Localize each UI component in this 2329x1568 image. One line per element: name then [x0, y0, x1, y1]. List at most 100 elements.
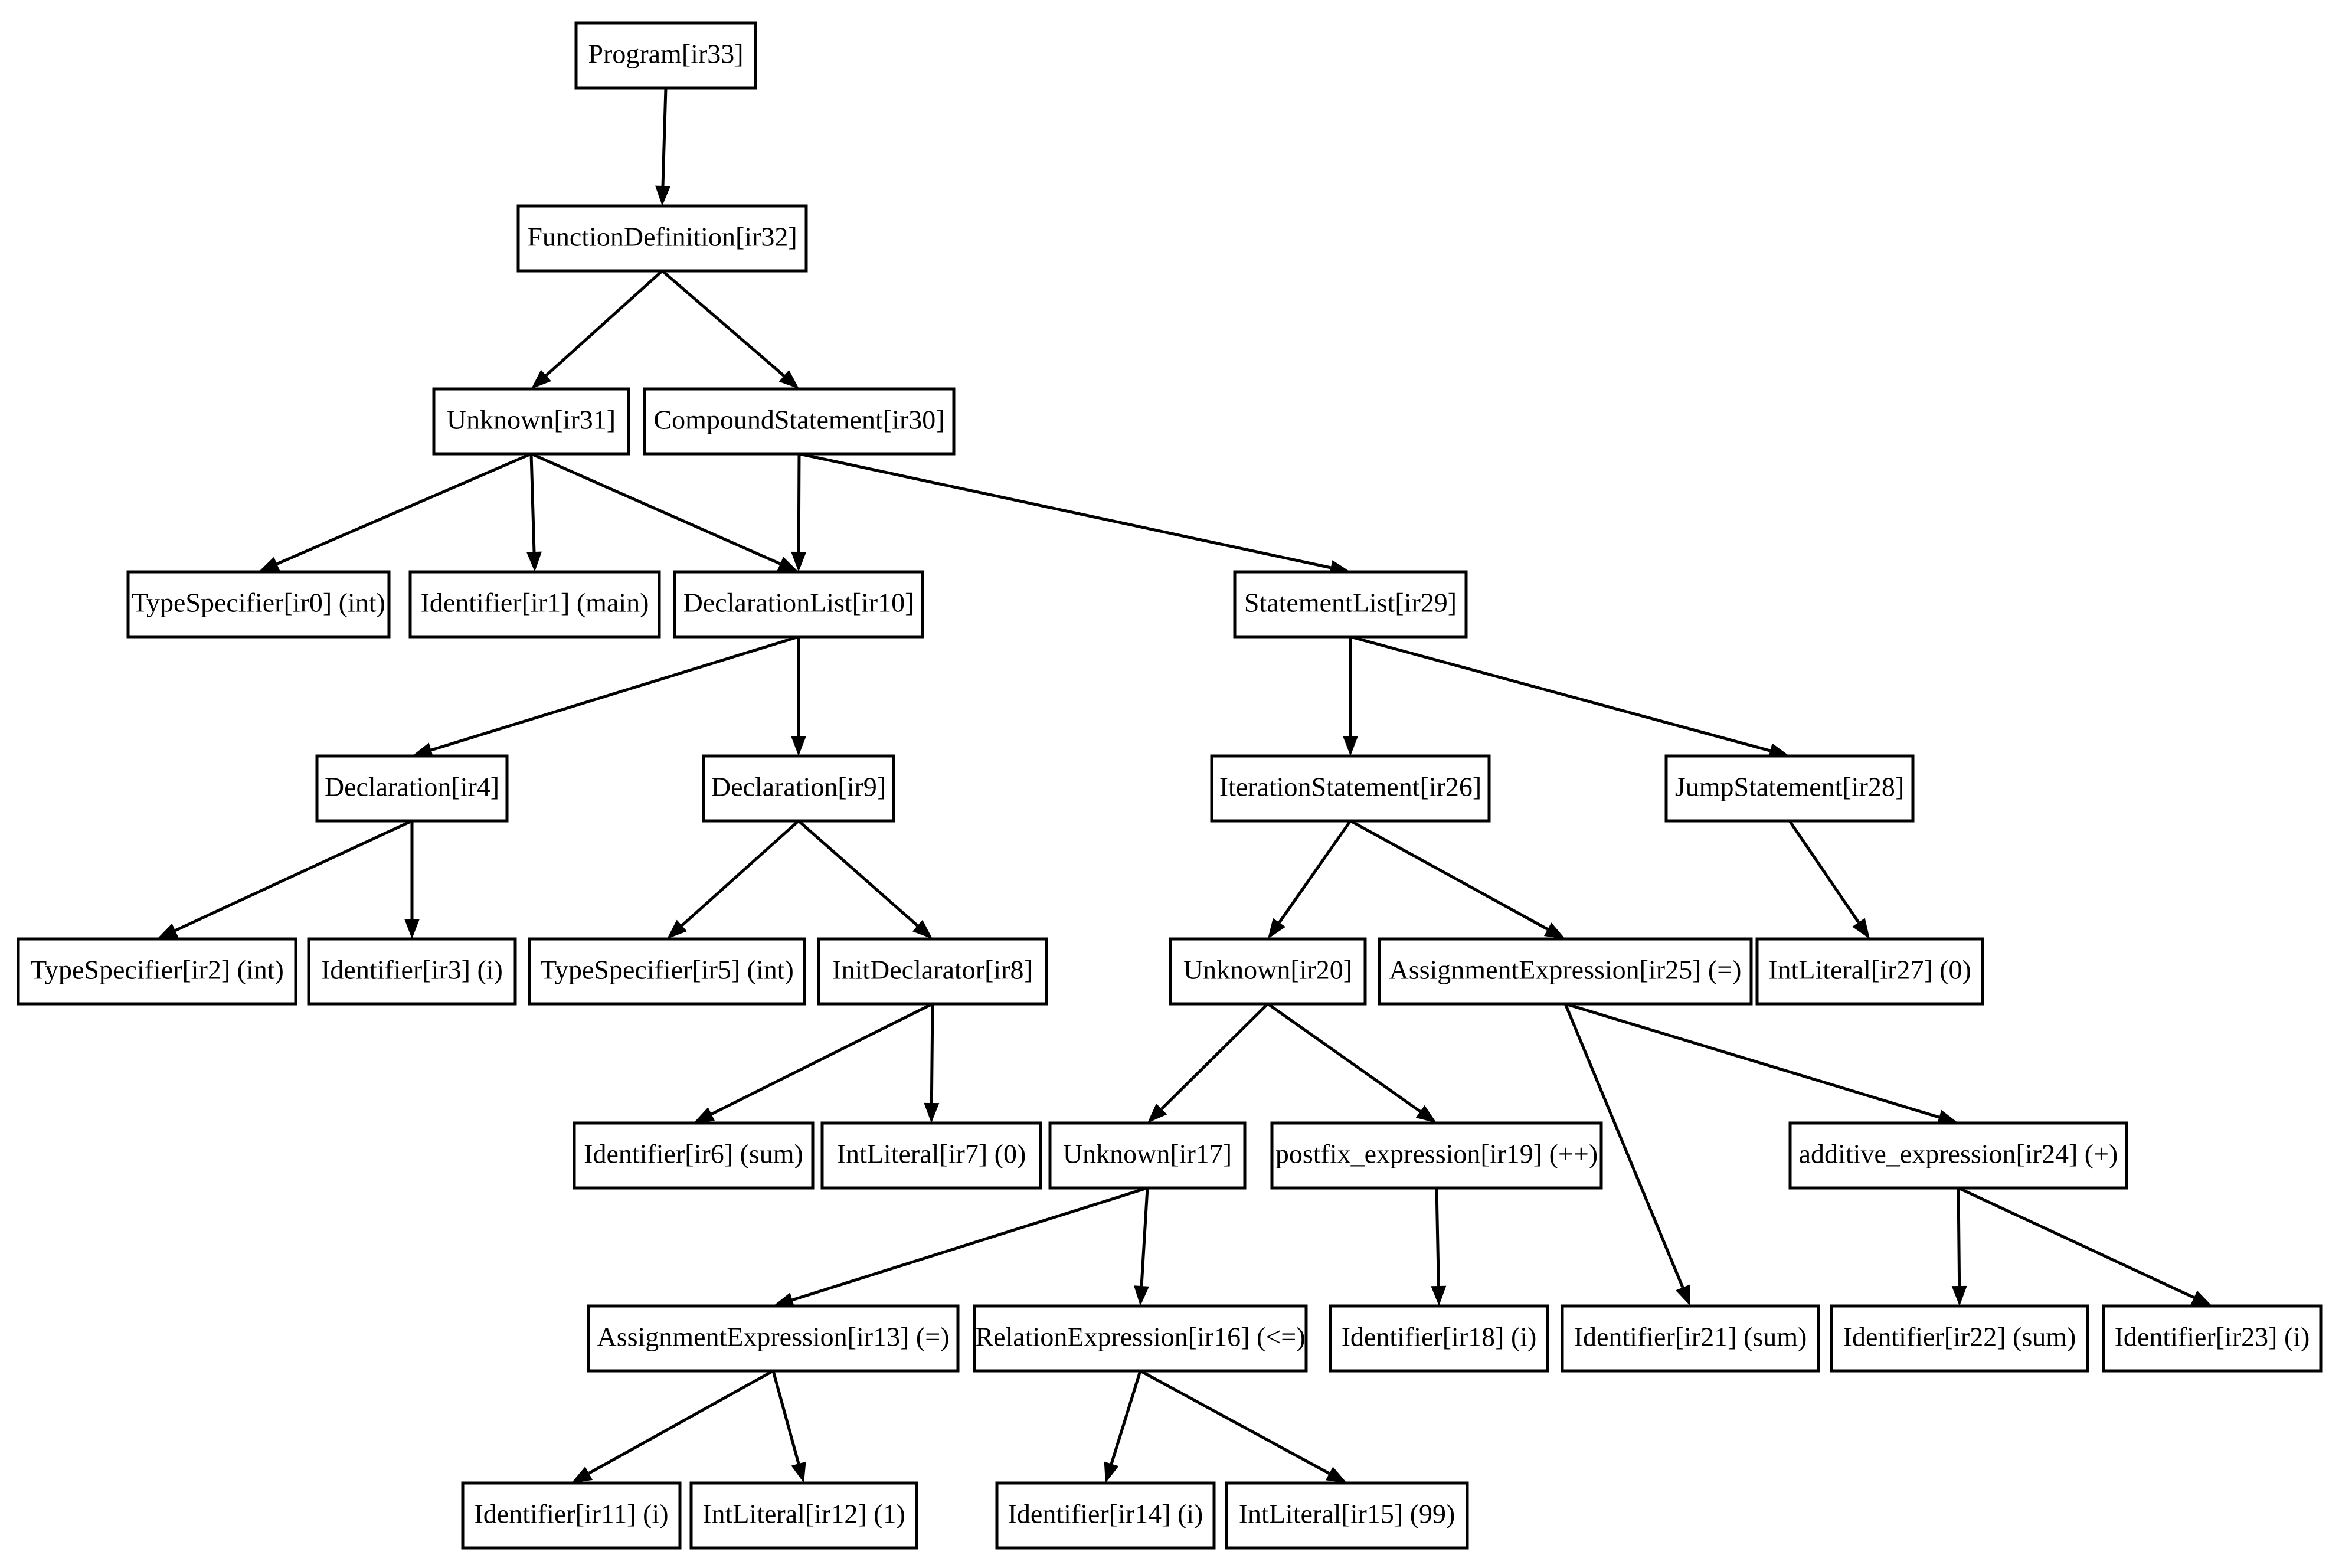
ast-node-ir14[interactable]: Identifier[ir14] (i): [995, 1481, 1216, 1550]
node-box-ir17: [1048, 1121, 1247, 1190]
ast-node-ir9[interactable]: Declaration[ir9]: [702, 754, 895, 823]
edge-ir25-to-ir21: [1563, 1003, 1684, 1288]
node-box-ir27: [1755, 937, 1984, 1006]
arrowhead-ir9-to-ir5: [667, 919, 687, 939]
arrowhead-ir24-to-ir23: [2190, 1290, 2212, 1306]
node-label-ir15: IntLiteral[ir15] (99): [1239, 1499, 1455, 1529]
node-label-ir18: Identifier[ir18] (i): [1342, 1322, 1537, 1352]
edge-ir19-to-ir18: [1435, 1187, 1440, 1287]
node-box-ir23: [2102, 1304, 2323, 1373]
ast-node-ir5[interactable]: TypeSpecifier[ir5] (int): [528, 937, 806, 1006]
ast-node-ir13[interactable]: AssignmentExpression[ir13] (=): [587, 1304, 960, 1373]
edge-layer: [157, 87, 2212, 1483]
edge-ir13-to-ir12: [771, 1370, 800, 1464]
ast-node-ir27[interactable]: IntLiteral[ir27] (0): [1755, 937, 1984, 1006]
node-box-ir26: [1210, 754, 1491, 823]
edge-ir32-to-ir30: [661, 270, 785, 377]
edge-ir29-to-ir28: [1350, 635, 1771, 752]
ast-node-ir6[interactable]: Identifier[ir6] (sum): [573, 1121, 815, 1190]
ast-node-ir15[interactable]: IntLiteral[ir15] (99): [1225, 1481, 1469, 1550]
edge-ir9-to-ir5: [681, 820, 800, 927]
node-box-ir31: [432, 387, 630, 456]
node-label-ir3: Identifier[ir3] (i): [321, 955, 503, 985]
node-label-ir33: Program[ir33]: [588, 39, 743, 69]
node-label-ir8: InitDeclarator[ir8]: [832, 955, 1033, 985]
node-label-ir19: postfix_expression[ir19] (++): [1275, 1139, 1598, 1169]
edge-ir8-to-ir6: [711, 1002, 934, 1116]
arrowhead-ir10-to-ir9: [791, 736, 806, 756]
ast-node-ir32[interactable]: FunctionDefinition[ir32]: [516, 204, 808, 273]
edge-ir24-to-ir22: [1957, 1187, 1961, 1287]
arrowhead-ir28-to-ir27: [1852, 918, 1870, 939]
node-label-ir29: StatementList[ir29]: [1244, 588, 1457, 618]
node-label-ir14: Identifier[ir14] (i): [1008, 1499, 1203, 1529]
ast-node-ir20[interactable]: Unknown[ir20]: [1169, 937, 1367, 1006]
ast-node-ir26[interactable]: IterationStatement[ir26]: [1210, 754, 1491, 823]
ast-node-ir30[interactable]: CompoundStatement[ir30]: [643, 387, 956, 456]
edge-ir17-to-ir16: [1140, 1187, 1149, 1287]
arrowhead-ir9-to-ir8: [912, 919, 933, 939]
node-label-ir0: TypeSpecifier[ir0] (int): [132, 588, 385, 618]
ast-node-ir11[interactable]: Identifier[ir11] (i): [461, 1481, 682, 1550]
arrowhead-ir32-to-ir31: [531, 369, 551, 389]
arrowhead-ir29-to-ir26: [1343, 736, 1358, 756]
arrowhead-ir25-to-ir24: [1937, 1109, 1958, 1125]
node-box-ir22: [1830, 1304, 2089, 1373]
ast-node-ir28[interactable]: JumpStatement[ir28]: [1664, 754, 1915, 823]
edge-ir16-to-ir14: [1110, 1370, 1142, 1465]
edge-ir32-to-ir31: [545, 270, 663, 377]
ast-node-ir2[interactable]: TypeSpecifier[ir2] (int): [17, 937, 297, 1006]
ast-node-ir0[interactable]: TypeSpecifier[ir0] (int): [126, 570, 391, 639]
node-label-ir22: Identifier[ir22] (sum): [1843, 1322, 2076, 1352]
node-box-ir1: [408, 570, 661, 639]
node-box-ir8: [817, 937, 1048, 1006]
node-label-ir28: JumpStatement[ir28]: [1675, 772, 1904, 802]
edge-ir33-to-ir32: [661, 87, 668, 186]
ast-node-ir1[interactable]: Identifier[ir1] (main): [408, 570, 661, 639]
ast-node-ir22[interactable]: Identifier[ir22] (sum): [1830, 1304, 2089, 1373]
arrowhead-ir31-to-ir10: [777, 557, 799, 572]
edge-ir26-to-ir25: [1349, 819, 1549, 931]
arrowhead-ir29-to-ir28: [1768, 743, 1790, 758]
ast-node-ir19[interactable]: postfix_expression[ir19] (++): [1270, 1121, 1603, 1190]
ast-node-ir23[interactable]: Identifier[ir23] (i): [2102, 1304, 2323, 1373]
arrowhead-ir16-to-ir15: [1325, 1466, 1347, 1483]
ast-node-ir21[interactable]: Identifier[ir21] (sum): [1561, 1304, 1820, 1373]
ast-node-ir25[interactable]: AssignmentExpression[ir25] (=): [1378, 937, 1753, 1006]
ast-node-ir33[interactable]: Program[ir33]: [574, 21, 757, 90]
node-box-ir20: [1169, 937, 1367, 1006]
edge-ir10-to-ir4: [430, 635, 799, 752]
ast-node-ir3[interactable]: Identifier[ir3] (i): [307, 937, 517, 1006]
ast-node-ir7[interactable]: IntLiteral[ir7] (0): [820, 1121, 1042, 1190]
node-label-ir7: IntLiteral[ir7] (0): [837, 1139, 1026, 1169]
node-box-ir0: [126, 570, 391, 639]
ast-node-ir16[interactable]: RelationExpression[ir16] (<=): [973, 1304, 1308, 1373]
ast-node-ir4[interactable]: Declaration[ir4]: [315, 754, 509, 823]
node-box-ir14: [995, 1481, 1216, 1550]
ast-node-ir12[interactable]: IntLiteral[ir12] (1): [689, 1481, 918, 1550]
edge-ir20-to-ir17: [1160, 1003, 1269, 1110]
node-box-ir16: [973, 1304, 1308, 1373]
ast-node-ir17[interactable]: Unknown[ir17]: [1048, 1121, 1247, 1190]
arrowhead-ir4-to-ir2: [157, 923, 179, 939]
edge-ir9-to-ir8: [797, 820, 919, 927]
node-box-ir3: [307, 937, 517, 1006]
ast-node-ir31[interactable]: Unknown[ir31]: [432, 387, 630, 456]
ast-node-ir24[interactable]: additive_expression[ir24] (+): [1788, 1121, 2128, 1190]
ast-node-ir18[interactable]: Identifier[ir18] (i): [1329, 1304, 1549, 1373]
ast-node-ir10[interactable]: DeclarationList[ir10]: [673, 570, 924, 639]
node-box-ir11: [461, 1481, 682, 1550]
arrowhead-ir31-to-ir0: [259, 557, 280, 572]
node-box-ir25: [1378, 937, 1753, 1006]
node-label-ir4: Declaration[ir4]: [325, 772, 499, 802]
edge-ir28-to-ir27: [1788, 820, 1860, 924]
node-label-ir1: Identifier[ir1] (main): [421, 588, 649, 618]
arrowhead-ir17-to-ir13: [773, 1292, 795, 1308]
arrowhead-ir16-to-ir14: [1104, 1461, 1119, 1483]
ast-node-ir8[interactable]: InitDeclarator[ir8]: [817, 937, 1048, 1006]
ast-node-ir29[interactable]: StatementList[ir29]: [1233, 570, 1468, 639]
edge-ir31-to-ir0: [276, 452, 532, 565]
arrowhead-ir10-to-ir4: [412, 742, 434, 758]
node-box-ir24: [1788, 1121, 2128, 1190]
